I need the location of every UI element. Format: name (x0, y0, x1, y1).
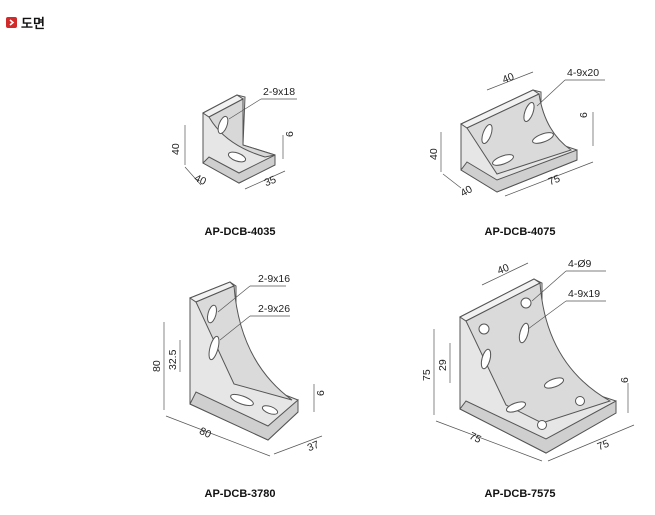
caption-ap-dcb-7575: AP-DCB-7575 (484, 488, 556, 500)
section-header: 도면 (6, 13, 45, 32)
drawing-ap-dcb-4075: 40 4-9x20 6 40 40 75 (425, 62, 625, 202)
bracket-4035-drawing (184, 94, 297, 190)
dim-hole-1: 4-Ø9 (568, 258, 592, 270)
dim-thick: 6 (578, 112, 590, 118)
bracket-3780-drawing (163, 281, 323, 457)
caption-ap-dcb-4035: AP-DCB-4035 (204, 226, 276, 238)
dim-thick: 6 (619, 377, 631, 383)
dim-thick: 6 (315, 390, 327, 396)
drawing-ap-dcb-7575: 40 4-Ø9 4-9x19 75 29 6 75 75 (420, 255, 645, 465)
dim-hole: 2-9x18 (263, 86, 296, 98)
bracket-7575-drawing (433, 262, 635, 462)
caption-ap-dcb-3780: AP-DCB-3780 (204, 488, 276, 500)
dim-height: 40 (428, 148, 440, 160)
dim-mid: 32.5 (167, 349, 179, 370)
dim-height: 80 (151, 360, 163, 372)
dim-height: 75 (421, 369, 433, 381)
bracket-4075-drawing (440, 71, 605, 197)
dim-hole-2: 4-9x19 (568, 288, 601, 300)
dim-height: 40 (170, 143, 182, 155)
dim-mid: 29 (437, 359, 449, 371)
dim-thick: 6 (284, 131, 296, 137)
drawing-ap-dcb-4035: 2-9x18 6 40 40 35 (165, 85, 310, 200)
dim-hole: 4-9x20 (567, 67, 600, 79)
dim-hole-1: 2-9x16 (258, 273, 291, 285)
caption-ap-dcb-4075: AP-DCB-4075 (484, 226, 556, 238)
drawing-ap-dcb-3780: 2-9x16 2-9x26 80 32.5 6 80 37 (150, 272, 330, 462)
section-title: 도면 (21, 16, 45, 31)
dim-hole-2: 2-9x26 (258, 303, 291, 315)
red-arrow-icon (6, 17, 17, 28)
